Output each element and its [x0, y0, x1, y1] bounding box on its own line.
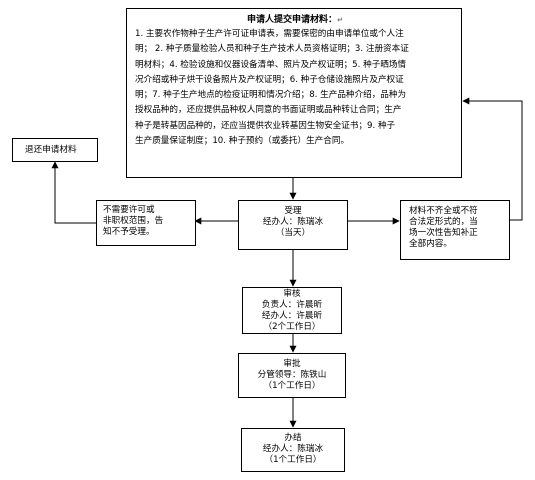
materials-list: 1. 主要农作物种子生产许可证申请表，需要保密的由申请单位或个人注 明； 2. … [135, 27, 455, 149]
incomplete-line: 材料不齐全或不符 [409, 206, 478, 216]
accept-box: 受理 经办人：陈瑞冰 （当天） [238, 200, 348, 250]
finish-box: 办结 经办人：陈瑞冰 （1个工作日） [241, 428, 345, 472]
review-line: 审核 [283, 289, 301, 299]
incomplete-line: 合法定形式的，当 [409, 217, 478, 227]
materials-line: 种子是转基因品种的，还应当提供农业转基因生物安全证书；9. 种子 [135, 120, 396, 131]
materials-line: 明；7. 种子生产地点的检疫证明和情况介绍；8. 生产品种介绍，品种为 [135, 90, 407, 101]
finish-line: 经办人：陈瑞冰 [262, 444, 324, 454]
review-box: 审核 负责人：许晨昕 经办人：许晨昕 （2个工作日） [242, 287, 342, 334]
incomplete-line: 场一次性告知补正 [409, 228, 478, 238]
approve-line: 审批 [283, 359, 301, 369]
incomplete-box: 材料不齐全或不符 合法定形式的，当 场一次性告知补正 全部内容。 [400, 200, 510, 260]
arrow-incomplete-to-materials [462, 97, 523, 221]
finish-line: （1个工作日） [264, 455, 322, 465]
materials-line: 明； 2. 种子质量检验人员和种子生产技术人员资格证明；3. 注册资本证 [135, 44, 409, 55]
arrow-not-required-to-return [51, 161, 96, 224]
accept-line: 经办人：陈瑞冰 [262, 217, 324, 227]
not-required-line: 不需要许可或 [103, 205, 155, 215]
review-line: 负责人：许晨昕 [261, 300, 323, 310]
materials-line: 明材料；4. 检验设施和仪器设备清单、照片及产权证明；5. 种子晒场情 [135, 59, 407, 70]
materials-line: 生产质量保证制度；10. 种子预约（或委托）生产合同。 [135, 136, 350, 147]
approve-box: 审批 分管领导：陈铁山 （1个工作日） [238, 353, 346, 398]
return-materials-box: 退还申请材料 [12, 138, 98, 162]
approve-line: （1个工作日） [263, 381, 321, 391]
accept-line: 受理 [284, 206, 302, 216]
return-materials-label: 退还申请材料 [25, 145, 77, 155]
materials-title: 申请人提交申请材料：↵ [247, 15, 343, 25]
application-materials-box: 申请人提交申请材料：↵ 1. 主要农作物种子生产许可证申请表，需要保密的由申请单… [126, 8, 462, 178]
materials-line: 授权品种的，还应提供品种权人同意的书面证明或品种转让合同；生产 [135, 105, 402, 116]
review-line: 经办人：许晨昕 [261, 311, 323, 321]
not-required-line: 知不予受理。 [103, 227, 155, 237]
accept-line: （当天） [275, 228, 311, 238]
materials-line: 况介绍或种子烘干设备照片及产权证明；6. 种子仓储设施照片及产权证 [135, 74, 404, 85]
not-required-box: 不需要许可或 非职权范围，告 知不予受理。 [96, 200, 196, 246]
materials-line: 1. 主要农作物种子生产许可证申请表，需要保密的由申请单位或个人注 [135, 29, 404, 39]
incomplete-line: 全部内容。 [409, 239, 452, 249]
finish-line: 办结 [284, 433, 302, 443]
review-line: （2个工作日） [263, 322, 321, 332]
approve-line: 分管领导：陈铁山 [257, 370, 327, 380]
not-required-line: 非职权范围，告 [103, 216, 164, 226]
